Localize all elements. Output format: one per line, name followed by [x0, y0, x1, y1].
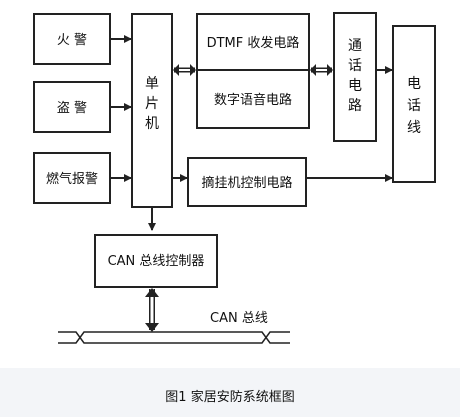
- mcu-label-char-3: 机: [145, 116, 159, 132]
- phone-line-char-1: 电: [407, 76, 421, 92]
- call-circuit-char-1: 通: [348, 38, 362, 54]
- dtmf-voice-block: DTMF 收发电路 数字语音电路: [196, 13, 310, 129]
- hook-control-label: 摘挂机控制电路: [201, 175, 292, 191]
- fire-alarm-label: 火 警: [57, 32, 87, 48]
- mcu-block: 单 片 机: [131, 13, 173, 208]
- can-bus-lines: [58, 331, 290, 344]
- mcu-label-char-2: 片: [145, 96, 159, 112]
- can-controller-label: CAN 总线控制器: [108, 254, 205, 269]
- gas-alarm-label: 燃气报警: [46, 171, 98, 187]
- theft-alarm-label: 盗 警: [57, 100, 87, 116]
- gas-alarm-block: 燃气报警: [33, 152, 111, 204]
- call-circuit-block: 通 话 电 路: [333, 12, 377, 142]
- home-security-block-diagram: 火 警 盗 警 燃气报警 单 片 机 DTMF 收发电路 数字语音电路: [33, 12, 436, 344]
- figure-caption: 图1 家居安防系统框图: [165, 390, 295, 405]
- phone-line-char-2: 话: [407, 98, 421, 114]
- call-circuit-char-4: 路: [348, 98, 362, 114]
- fire-alarm-block: 火 警: [33, 13, 111, 65]
- caption-band: [0, 368, 460, 417]
- call-circuit-char-3: 电: [348, 78, 362, 94]
- call-circuit-char-2: 话: [348, 58, 362, 74]
- dtmf-label: DTMF 收发电路: [207, 35, 300, 51]
- hook-control-block: 摘挂机控制电路: [187, 157, 307, 207]
- mcu-label-char-1: 单: [145, 76, 159, 92]
- can-controller-block: CAN 总线控制器: [94, 234, 218, 288]
- theft-alarm-block: 盗 警: [33, 81, 111, 133]
- can-bus-label: CAN 总线: [210, 311, 268, 326]
- phone-line-block: 电 话 线: [392, 25, 436, 183]
- phone-line-char-3: 线: [407, 120, 421, 136]
- voice-label: 数字语音电路: [214, 92, 292, 108]
